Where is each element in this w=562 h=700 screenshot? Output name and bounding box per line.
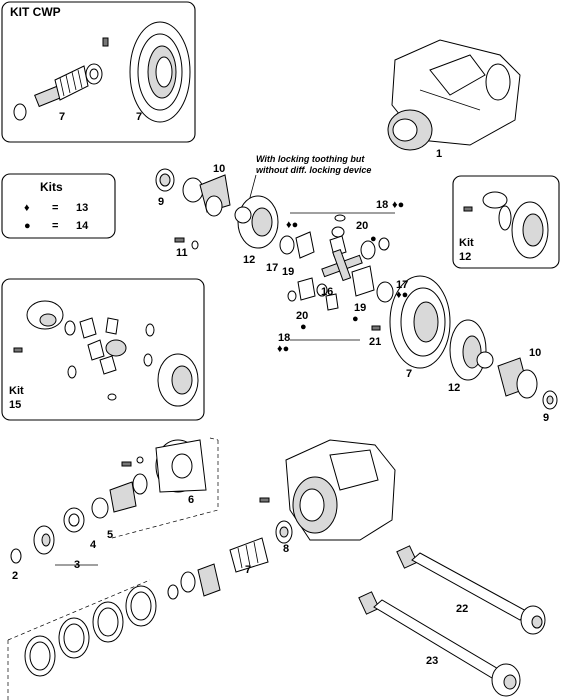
legend-title: Kits xyxy=(40,180,63,194)
crown-gear-illustration xyxy=(129,21,191,123)
label-18-bottom: 18 xyxy=(278,332,290,344)
label-23: 23 xyxy=(426,655,438,667)
label-6: 6 xyxy=(188,494,194,506)
legend-symbol-diamond: ♦ xyxy=(24,202,30,214)
note-line1: With locking toothing but xyxy=(256,154,365,164)
label-20-bottom: 20 xyxy=(296,310,308,322)
kit-marks-17-left: ♦● xyxy=(286,219,298,231)
label-3: 3 xyxy=(74,559,80,571)
pinion-assembly-lower xyxy=(10,437,219,566)
label-8: 8 xyxy=(283,543,289,555)
label-17-left: 17 xyxy=(266,262,278,274)
kit-cwp-title: KIT CWP xyxy=(10,5,61,19)
shim-stack xyxy=(7,579,157,700)
kit12-label-num: 12 xyxy=(459,251,471,263)
label-12-center: 12 xyxy=(243,254,255,266)
kit12-label-kit: Kit xyxy=(459,237,474,249)
kit-marks-18-bottom: ♦● xyxy=(277,343,289,355)
axle-shafts xyxy=(358,545,546,697)
label-10-top: 10 xyxy=(213,163,225,175)
label-2: 2 xyxy=(12,570,18,582)
legend-value-14: 14 xyxy=(76,220,89,232)
label-17-right: 17 xyxy=(396,279,408,291)
legend-value-13: 13 xyxy=(76,202,88,214)
label-7-lower: 7 xyxy=(245,564,251,576)
kit-marks-17-right: ♦● xyxy=(396,289,408,301)
label-19-left: 19 xyxy=(282,266,294,278)
axle-housing-lower xyxy=(259,439,396,541)
kit-cwp-box: KIT CWP 7 7 xyxy=(1,1,196,143)
label-11: 11 xyxy=(176,247,188,259)
note-line2: without diff. locking device xyxy=(256,165,371,175)
label-7-center: 7 xyxy=(406,368,412,380)
label-18-top: 18 xyxy=(376,199,388,211)
pinion-shaft-illustration xyxy=(13,37,109,121)
label-16: 16 xyxy=(321,286,333,298)
legend-symbol-dot: ● xyxy=(24,220,31,232)
kit-marks-19-right: ● xyxy=(352,313,359,325)
kit-marks-18-top: ♦● xyxy=(392,199,404,211)
axle-housing-top xyxy=(387,39,521,151)
kit-marks-20-top: ● xyxy=(370,233,377,245)
label-12-right: 12 xyxy=(448,382,460,394)
kit-cwp-label-pinion: 7 xyxy=(59,111,65,123)
label-20-top: 20 xyxy=(356,220,368,232)
kit15-label-kit: Kit xyxy=(9,385,24,397)
kit-marks-20-bottom: ● xyxy=(300,321,307,333)
legend-eq-2: = xyxy=(52,220,58,232)
legend-eq-1: = xyxy=(52,202,58,214)
label-19-right: 19 xyxy=(354,302,366,314)
kit15-box: Kit 15 xyxy=(1,278,205,421)
label-21: 21 xyxy=(369,336,381,348)
kit-cwp-label-crown: 7 xyxy=(136,111,142,123)
kit15-label-num: 15 xyxy=(9,399,21,411)
differential-exploded-center xyxy=(155,168,558,410)
pinion-lower xyxy=(167,520,293,600)
label-22: 22 xyxy=(456,603,468,615)
kit12-box: Kit 12 xyxy=(452,175,560,269)
label-9-right: 9 xyxy=(543,412,549,424)
label-9-top: 9 xyxy=(158,196,164,208)
label-4: 4 xyxy=(90,539,97,551)
label-1: 1 xyxy=(436,148,442,160)
kits-legend: Kits ♦ = 13 ● = 14 xyxy=(1,173,116,239)
label-5: 5 xyxy=(107,529,113,541)
label-10-right: 10 xyxy=(529,347,541,359)
